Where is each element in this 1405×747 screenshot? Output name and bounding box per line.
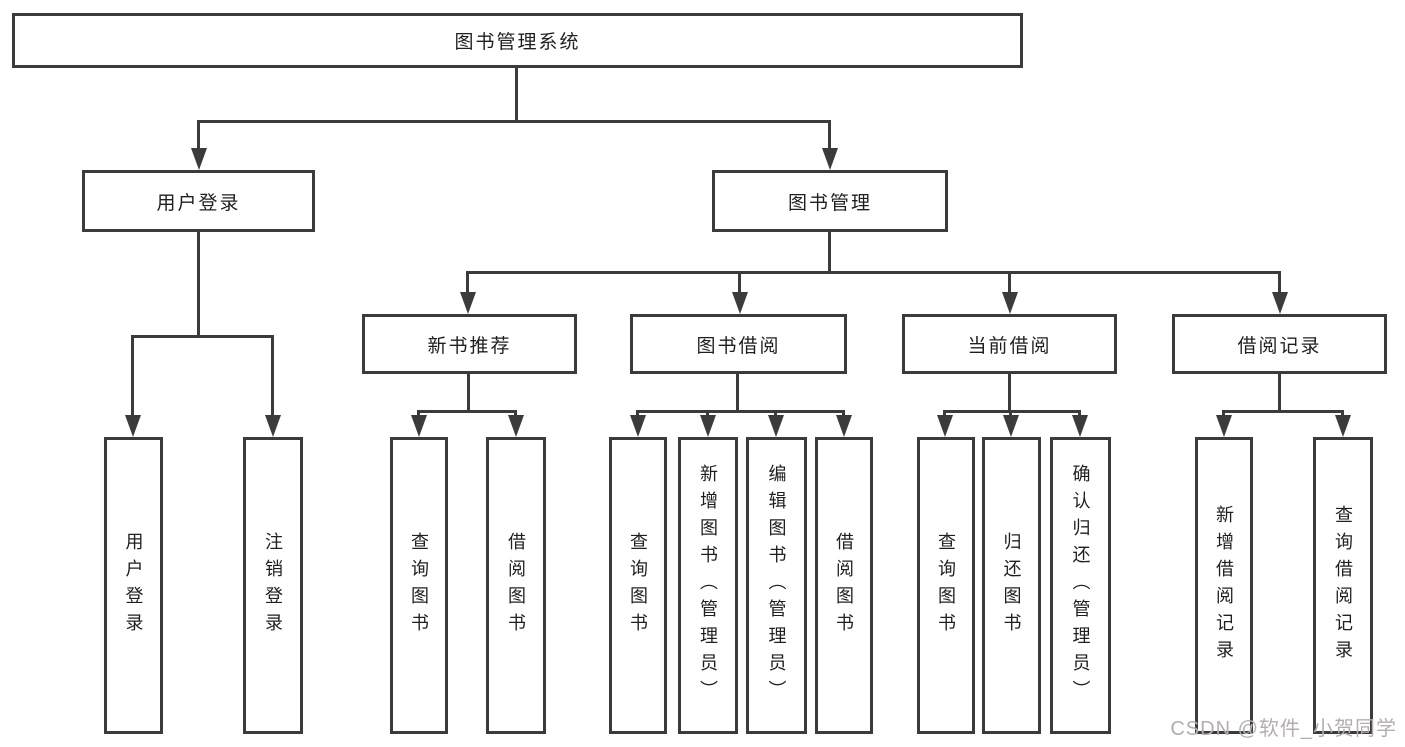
leaf-logout-label: 注销登录 [263,531,283,640]
leaf-user-login: 用户登录 [104,437,163,734]
leaf-query-books-recommend: 查询图书 [390,437,448,734]
leaf-query-books-borrowing: 查询图书 [609,437,667,734]
connector-book-mgmt-stem [828,231,831,274]
leaf-borrow-books-recommend-label: 借阅图书 [506,531,526,640]
connector-leaf-branch [636,410,845,413]
node-current-borrowing: 当前借阅 [902,314,1117,374]
node-book-borrowing: 图书借阅 [630,314,847,374]
arrow-down [1216,415,1232,437]
node-book-management-label: 图书管理 [787,192,872,214]
connector-stem [736,372,739,413]
arrow-down [836,415,852,437]
node-book-management: 图书管理 [712,170,948,232]
node-user-login-label: 用户登录 [156,192,241,214]
leaf-edit-books-admin: 编辑图书（管理员） [746,437,807,734]
connector-drop [197,120,200,156]
connector-drop [466,271,469,301]
connector-user-login-branch [131,335,274,338]
connector-drop [1008,271,1011,301]
node-current-borrowing-label: 当前借阅 [967,335,1052,357]
node-borrowing-records-label: 借阅记录 [1237,335,1322,357]
connector-stem [1008,372,1011,413]
arrow-down [700,415,716,437]
arrow-down [125,415,141,437]
leaf-confirm-return-admin-label: 确认归还（管理员） [1070,464,1091,707]
leaf-add-books-admin: 新增图书（管理员） [678,437,738,734]
leaf-query-borrow-record: 查询借阅记录 [1313,437,1373,734]
node-borrowing-records: 借阅记录 [1172,314,1387,374]
leaf-query-books-current-label: 查询图书 [936,531,956,640]
arrow-down [191,148,207,170]
arrow-down [460,292,476,314]
leaf-query-books-borrowing-label: 查询图书 [628,531,648,640]
leaf-return-books-label: 归还图书 [1001,531,1022,640]
leaf-query-borrow-record-label: 查询借阅记录 [1333,504,1353,667]
leaf-logout: 注销登录 [243,437,303,734]
leaf-add-borrow-record: 新增借阅记录 [1195,437,1253,734]
connector-drop [131,335,134,423]
leaf-borrow-books-recommend: 借阅图书 [486,437,546,734]
arrow-down [822,148,838,170]
node-user-login: 用户登录 [82,170,315,232]
leaf-add-books-admin-label: 新增图书（管理员） [698,464,718,707]
leaf-borrow-books-borrowing: 借阅图书 [815,437,873,734]
arrow-down [937,415,953,437]
leaf-user-login-label: 用户登录 [123,531,144,640]
node-root: 图书管理系统 [12,13,1023,68]
arrow-down [1003,415,1019,437]
connector-drop [828,120,831,156]
connector-drop [738,271,741,301]
arrow-down [508,415,524,437]
arrow-down [1335,415,1351,437]
leaf-borrow-books-borrowing-label: 借阅图书 [834,531,854,640]
connector-level2-branch [197,120,831,123]
leaf-return-books: 归还图书 [982,437,1041,734]
node-book-borrowing-label: 图书借阅 [696,335,781,357]
arrow-down [1272,292,1288,314]
arrow-down [265,415,281,437]
arrow-down [732,292,748,314]
arrow-down [768,415,784,437]
connector-stem [467,372,470,413]
leaf-query-books-current: 查询图书 [917,437,975,734]
connector-user-login-stem [197,231,200,338]
connector-leaf-branch [943,410,1081,413]
connector-root-stem [515,66,518,123]
connector-stem [1278,372,1281,413]
connector-leaf-branch [1222,410,1344,413]
node-new-book-recommend-label: 新书推荐 [427,335,512,357]
leaf-query-books-recommend-label: 查询图书 [409,531,429,640]
leaf-confirm-return-admin: 确认归还（管理员） [1050,437,1111,734]
connector-level3-branch [466,271,1281,274]
arrow-down [630,415,646,437]
node-root-label: 图书管理系统 [454,32,581,53]
connector-drop [271,335,274,423]
arrow-down [1072,415,1088,437]
leaf-edit-books-admin-label: 编辑图书（管理员） [766,464,787,707]
arrow-down [411,415,427,437]
node-new-book-recommend: 新书推荐 [362,314,577,374]
arrow-down [1002,292,1018,314]
csdn-watermark: CSDN @软件_小贺同学 [1170,718,1397,740]
connector-drop [1278,271,1281,301]
leaf-add-borrow-record-label: 新增借阅记录 [1214,504,1234,667]
connector-leaf-branch [417,410,517,413]
